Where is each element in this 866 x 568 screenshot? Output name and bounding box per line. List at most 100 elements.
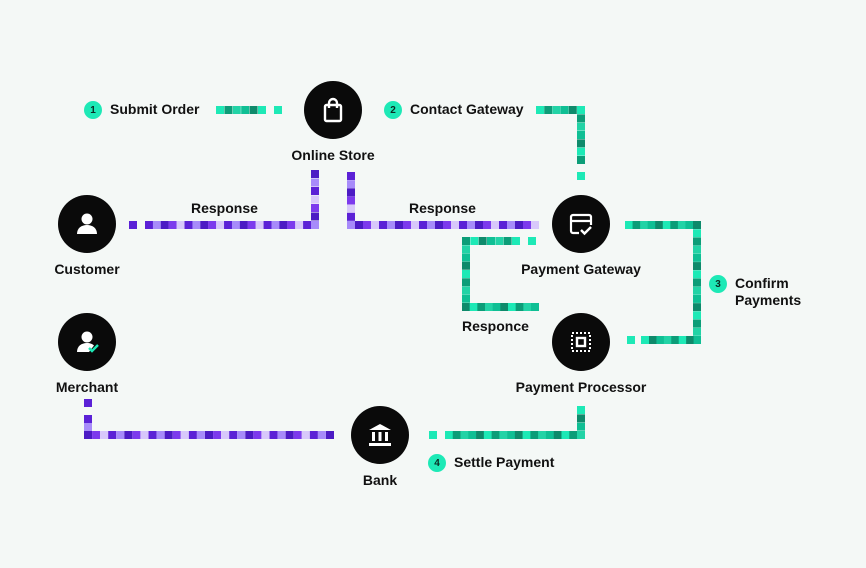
online-store-node[interactable] — [304, 81, 362, 139]
path-pixel — [491, 431, 500, 439]
path-pixel — [530, 431, 539, 439]
step-4-badge: 4 — [428, 454, 446, 472]
path-pixel — [452, 431, 461, 439]
path-pixel — [500, 303, 509, 311]
path-pixel — [507, 431, 516, 439]
customer-node[interactable] — [58, 195, 116, 253]
path-pixel — [462, 270, 470, 278]
contact-gateway-path-end — [577, 172, 585, 180]
path-pixel — [285, 431, 294, 439]
path-pixel — [462, 303, 470, 311]
contact-gateway-path — [536, 106, 585, 164]
path-pixel — [239, 221, 248, 229]
payment-processor-node[interactable] — [552, 313, 610, 371]
path-pixel — [470, 237, 479, 245]
path-pixel — [363, 221, 371, 229]
path-pixel — [164, 431, 173, 439]
path-pixel — [445, 431, 453, 439]
path-pixel — [429, 431, 437, 439]
path-pixel — [277, 431, 286, 439]
merchant-node[interactable] — [58, 313, 116, 371]
path-pixel — [258, 106, 266, 114]
path-pixel — [371, 221, 379, 229]
path-pixel — [677, 221, 686, 229]
path-pixel — [192, 221, 201, 229]
path-pixel — [514, 431, 523, 439]
path-pixel — [693, 303, 701, 312]
path-pixel — [295, 221, 304, 229]
path-pixel — [224, 106, 233, 114]
shopping-bag-icon — [323, 97, 343, 123]
bank-node[interactable] — [351, 406, 409, 464]
card-check-icon — [569, 213, 593, 236]
path-pixel — [317, 431, 326, 439]
payment-gateway-label: Payment Gateway — [521, 261, 641, 277]
path-pixel — [129, 221, 137, 229]
path-pixel — [545, 431, 554, 439]
path-pixel — [499, 431, 508, 439]
path-pixel — [205, 431, 213, 439]
path-pixel — [462, 237, 470, 245]
path-pixel — [568, 106, 577, 114]
path-pixel — [247, 221, 256, 229]
path-pixel — [303, 221, 312, 229]
step-2-badge: 2 — [384, 101, 402, 119]
path-pixel — [172, 431, 181, 439]
path-pixel — [693, 237, 701, 246]
path-pixel — [231, 221, 240, 229]
path-pixel — [467, 221, 475, 229]
path-pixel — [116, 431, 125, 439]
path-pixel — [311, 187, 319, 195]
step-3-badge: 3 — [709, 275, 727, 293]
path-pixel — [152, 221, 161, 229]
gateway-response-path — [347, 172, 539, 229]
path-pixel — [577, 147, 585, 156]
chip-icon — [571, 332, 591, 352]
path-pixel — [508, 303, 516, 311]
path-pixel — [196, 431, 205, 439]
path-pixel — [347, 212, 355, 221]
path-pixel — [515, 303, 524, 311]
path-pixel — [84, 423, 92, 431]
path-pixel — [443, 221, 451, 229]
path-pixel — [655, 221, 664, 229]
path-pixel — [655, 336, 664, 344]
path-pixel — [274, 106, 282, 114]
path-pixel — [523, 221, 531, 229]
path-pixel — [160, 221, 169, 229]
step-2-label: Contact Gateway — [410, 101, 524, 117]
path-pixel — [685, 336, 694, 344]
path-pixel — [253, 431, 262, 439]
path-pixel — [92, 431, 101, 439]
path-pixel — [148, 431, 157, 439]
confirm-payments-path — [625, 221, 701, 344]
path-pixel — [255, 221, 264, 229]
path-pixel — [347, 221, 355, 229]
path-pixel — [663, 336, 672, 344]
path-pixel — [245, 431, 254, 439]
path-pixel — [577, 414, 585, 423]
path-pixel — [124, 431, 133, 439]
path-pixel — [483, 431, 492, 439]
path-pixel — [577, 106, 585, 114]
path-pixel — [515, 221, 523, 229]
path-pixel — [263, 221, 272, 229]
path-pixel — [249, 106, 258, 114]
step-1-label: Submit Order — [110, 101, 200, 117]
path-pixel — [311, 204, 319, 212]
payment-gateway-node[interactable] — [552, 195, 610, 253]
path-pixel — [200, 221, 209, 229]
path-pixel — [491, 221, 499, 229]
path-pixel — [476, 431, 485, 439]
step-1: 1 Submit Order — [84, 101, 199, 119]
path-pixel — [311, 178, 319, 187]
bank-label: Bank — [362, 472, 398, 488]
path-pixel — [577, 422, 585, 431]
path-pixel — [693, 327, 701, 336]
path-pixel — [100, 431, 109, 439]
path-pixel — [625, 221, 633, 229]
path-pixel — [213, 431, 222, 439]
settle-payment-path — [445, 406, 585, 439]
path-pixel — [647, 221, 656, 229]
path-pixel — [531, 221, 539, 229]
